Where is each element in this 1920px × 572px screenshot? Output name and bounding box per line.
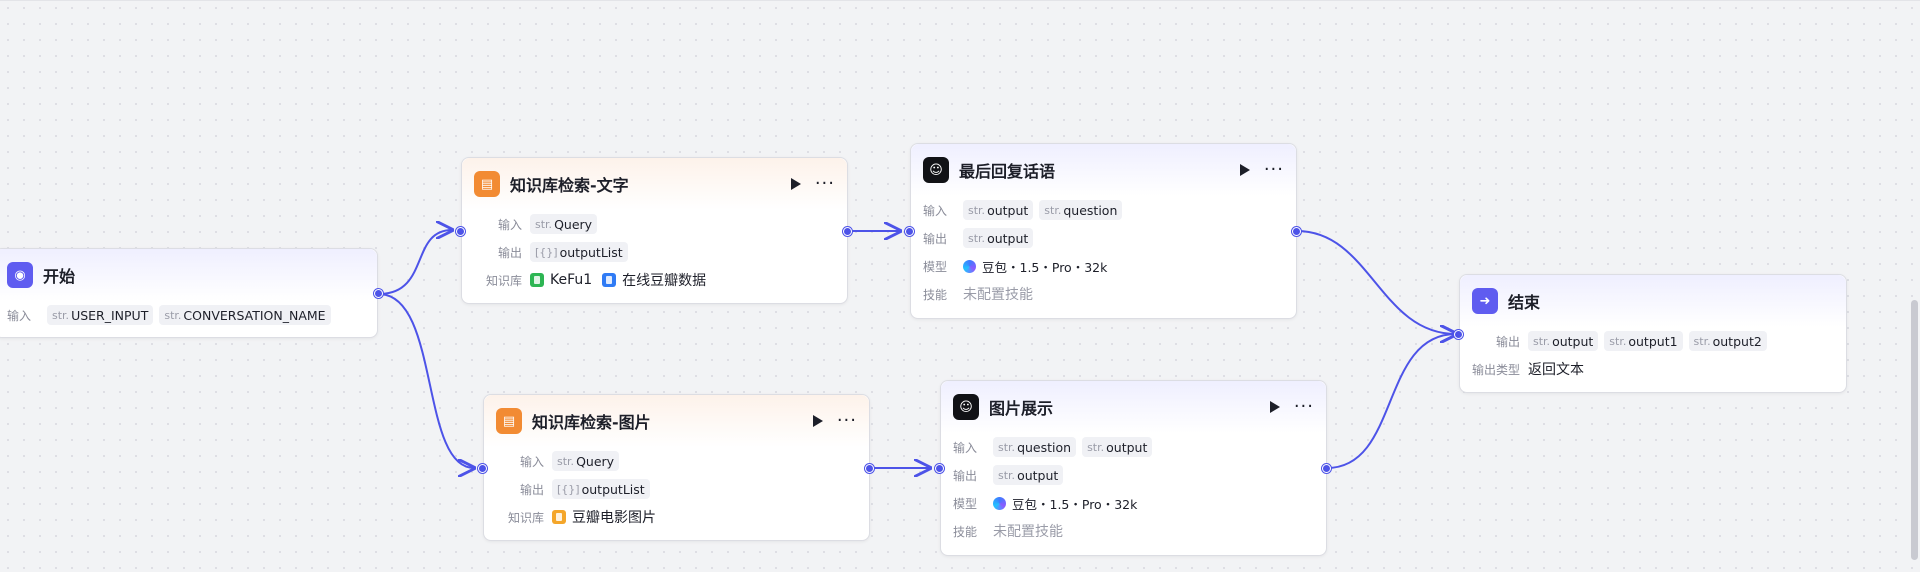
skill-value: 未配置技能: [963, 287, 1033, 303]
input-label: 输入: [7, 308, 32, 323]
output-var-outputlist: [{}]outputList: [530, 242, 628, 262]
knowledge-retrieval-icon: ▤: [474, 171, 500, 197]
input-var-user-input: str.USER_INPUT: [47, 305, 154, 325]
start-node-header[interactable]: ◉ 开始: [0, 249, 377, 301]
llm-image-title: 图片展示: [989, 399, 1054, 418]
kb-text-output-port[interactable]: [843, 227, 852, 236]
kb-text-header[interactable]: ▤ 知识库检索-文字 ···: [462, 158, 847, 210]
llm-reply-node[interactable]: ☺ 最后回复话语 ··· 输入 str.output str.question …: [910, 143, 1297, 319]
output-label: 输出: [497, 245, 522, 260]
output-label: 输出: [953, 468, 978, 483]
input-var-question: str.question: [1039, 200, 1123, 220]
llm-icon: ☺: [953, 394, 979, 420]
vertical-scrollbar[interactable]: [1911, 300, 1918, 560]
output-var-output1: str.output1: [1604, 331, 1683, 351]
edge-llm-reply-to-end[interactable]: [1296, 230, 1456, 334]
output-label: 输出: [519, 482, 544, 497]
more-icon[interactable]: ···: [836, 410, 857, 431]
kb-image-header[interactable]: ▤ 知识库检索-图片 ···: [484, 395, 869, 447]
output-var-output: str.output: [963, 228, 1034, 248]
start-node-title: 开始: [43, 267, 76, 286]
edge-start-to-kb-text[interactable]: [378, 230, 452, 295]
dataset-icon: [552, 510, 566, 524]
llm-reply-output-port[interactable]: [1292, 227, 1301, 236]
skill-label: 技能: [923, 287, 948, 302]
end-node-header[interactable]: ➜ 结束: [1460, 275, 1846, 327]
input-var-query: str.Query: [530, 214, 598, 234]
skill-value: 未配置技能: [993, 524, 1063, 540]
knowledge-label: 知识库: [507, 510, 544, 525]
model-name: 豆包・1.5・Pro・32k: [1012, 496, 1138, 512]
doubao-model-icon: [993, 496, 1006, 510]
edge-llm-image-to-end[interactable]: [1326, 334, 1456, 469]
kb-item-douban-images: 豆瓣电影图片: [552, 507, 656, 527]
llm-reply-input-port[interactable]: [905, 227, 914, 236]
input-label: 输入: [953, 440, 978, 455]
more-icon[interactable]: ···: [1263, 159, 1284, 180]
output-type-label: 输出类型: [1472, 362, 1521, 377]
output-label: 输出: [923, 231, 948, 246]
skill-label: 技能: [953, 524, 978, 539]
output-var-output2: str.output2: [1688, 331, 1767, 351]
kb-image-title: 知识库检索-图片: [532, 413, 651, 432]
knowledge-retrieval-icon: ▤: [496, 408, 522, 434]
canvas-top-border: [0, 0, 1920, 1]
input-var-output: str.output: [1082, 437, 1153, 457]
input-label: 输入: [923, 203, 948, 218]
more-icon[interactable]: ···: [1293, 396, 1314, 417]
run-icon[interactable]: [812, 415, 823, 427]
model-name: 豆包・1.5・Pro・32k: [982, 259, 1108, 275]
run-icon[interactable]: [1269, 401, 1280, 413]
output-var-output: str.output: [993, 465, 1064, 485]
kb-item-kefu1: KeFu1: [530, 272, 592, 288]
edge-start-to-kb-image[interactable]: [378, 293, 474, 468]
input-var-conversation-name: str.CONVERSATION_NAME: [159, 305, 331, 325]
output-type-value: 返回文本: [1528, 362, 1584, 378]
model-label: 模型: [923, 259, 948, 274]
input-var-output: str.output: [963, 200, 1034, 220]
llm-image-header[interactable]: ☺ 图片展示 ···: [941, 381, 1326, 433]
kb-image-input-port[interactable]: [478, 464, 487, 473]
kb-text-input-port[interactable]: [456, 227, 465, 236]
end-icon: ➜: [1472, 288, 1498, 314]
start-output-port[interactable]: [374, 289, 383, 298]
llm-image-node[interactable]: ☺ 图片展示 ··· 输入 str.question str.output 输出…: [940, 380, 1327, 556]
end-input-port[interactable]: [1454, 330, 1463, 339]
end-node-title: 结束: [1508, 293, 1541, 312]
kb-text-title: 知识库检索-文字: [510, 176, 629, 195]
more-icon[interactable]: ···: [814, 173, 835, 194]
model-label: 模型: [953, 496, 978, 511]
kb-text-node[interactable]: ▤ 知识库检索-文字 ··· 输入 str.Query 输出 [{}]outpu…: [461, 157, 848, 304]
llm-reply-title: 最后回复话语: [959, 162, 1056, 181]
output-label: 输出: [1495, 334, 1520, 349]
run-icon[interactable]: [790, 178, 801, 190]
dataset-icon: [602, 273, 617, 287]
doubao-model-icon: [963, 259, 976, 273]
start-icon: ◉: [7, 262, 33, 288]
run-icon[interactable]: [1239, 164, 1250, 176]
knowledge-label: 知识库: [485, 273, 522, 288]
kb-image-node[interactable]: ▤ 知识库检索-图片 ··· 输入 str.Query 输出 [{}]outpu…: [483, 394, 870, 541]
llm-image-output-port[interactable]: [1322, 464, 1331, 473]
output-var-output: str.output: [1528, 331, 1599, 351]
input-label: 输入: [497, 217, 522, 232]
input-label: 输入: [519, 454, 544, 469]
input-var-question: str.question: [993, 437, 1077, 457]
llm-image-input-port[interactable]: [935, 464, 944, 473]
kb-item-douban-online: 在线豆瓣数据: [602, 270, 706, 290]
input-var-query: str.Query: [552, 451, 620, 471]
end-node[interactable]: ➜ 结束 输出 str.output str.output1 str.outpu…: [1459, 274, 1847, 393]
kb-image-output-port[interactable]: [865, 464, 874, 473]
dataset-icon: [530, 273, 544, 287]
llm-icon: ☺: [923, 157, 949, 183]
output-var-outputlist: [{}]outputList: [552, 479, 650, 499]
start-node[interactable]: ◉ 开始 输入 str.USER_INPUT str.CONVERSATION_…: [0, 248, 378, 338]
llm-reply-header[interactable]: ☺ 最后回复话语 ···: [911, 144, 1296, 196]
